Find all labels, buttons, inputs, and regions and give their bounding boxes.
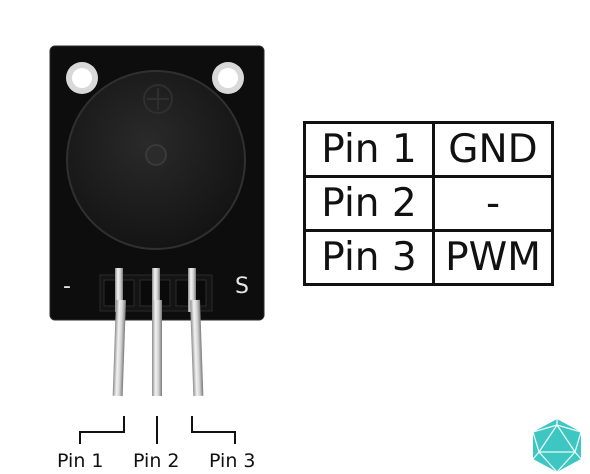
pin-function-table: Pin 1 GND Pin 2 - Pin 3 PWM: [303, 121, 554, 286]
pin-cell: Pin 1: [303, 121, 435, 178]
function-cell: PWM: [432, 229, 554, 286]
function-cell: GND: [432, 121, 554, 178]
pin-3-lead: [188, 268, 204, 397]
pin-3-label: Pin 3: [209, 450, 256, 472]
pin-cell: Pin 3: [303, 229, 435, 286]
function-cell: -: [432, 175, 554, 232]
pin-cell: Pin 2: [303, 175, 435, 232]
board-signal-label: S: [235, 274, 249, 299]
leader-line-pin-3: [191, 416, 236, 444]
buzzer-body: [66, 70, 246, 250]
leader-line-pin-1: [79, 416, 125, 444]
pin-2-label: Pin 2: [133, 450, 180, 472]
board-minus-label: -: [63, 274, 71, 299]
pin-1-label: Pin 1: [57, 450, 104, 472]
table-row: Pin 3 PWM: [303, 229, 554, 286]
pin-1-lead: [112, 268, 126, 397]
table-row: Pin 2 -: [303, 175, 554, 232]
pin-2-lead: [152, 268, 162, 396]
mounting-hole-left: [66, 62, 98, 94]
mounting-hole-right: [212, 62, 244, 94]
leader-lines: [79, 416, 236, 444]
plus-marking: [143, 84, 173, 114]
table-row: Pin 1 GND: [303, 121, 554, 178]
brand-logo-icon: [532, 419, 582, 473]
